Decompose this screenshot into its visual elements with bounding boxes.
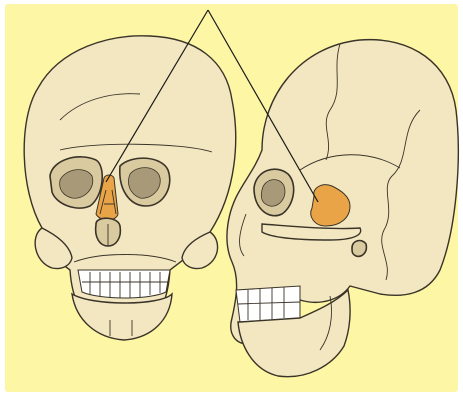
side-ear-opening: [352, 241, 366, 257]
front-teeth-row: [78, 270, 170, 298]
front-teeth: [78, 270, 170, 298]
side-teeth: [236, 286, 300, 322]
